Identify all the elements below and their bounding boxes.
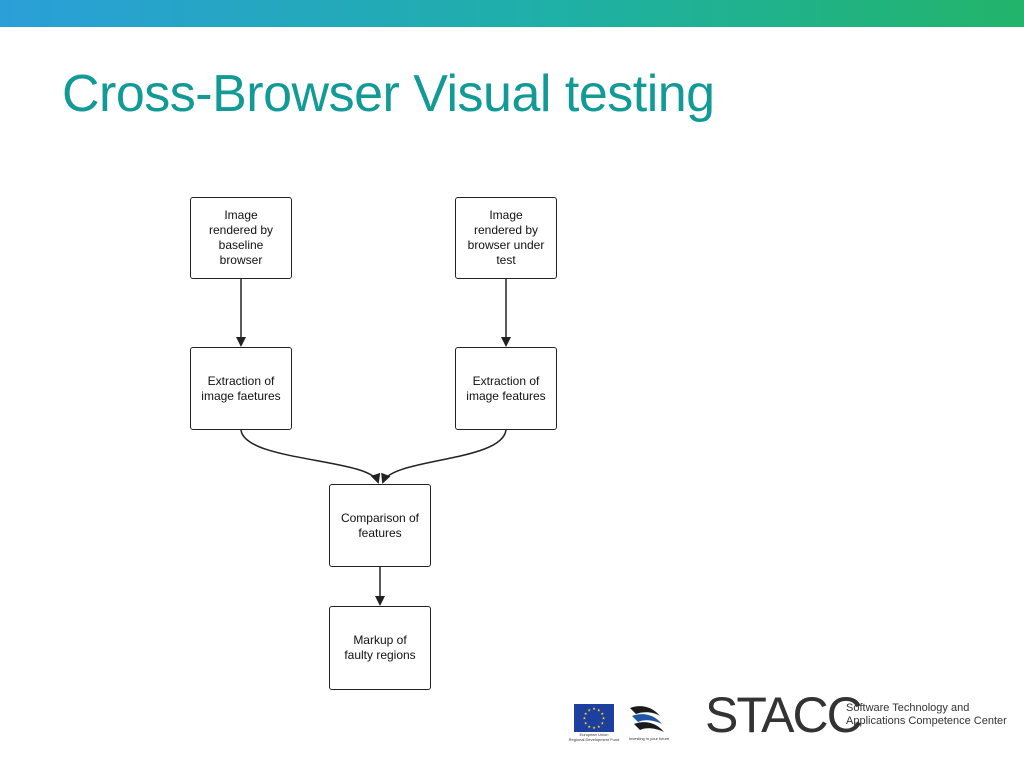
svg-text:★: ★ bbox=[597, 707, 601, 712]
stacc-subtitle: Software Technology and Applications Com… bbox=[846, 702, 1007, 727]
edge-extraction-test-to-comparison bbox=[381, 429, 507, 484]
investing-caption: Investing in your future bbox=[628, 736, 670, 741]
svg-text:★: ★ bbox=[584, 711, 588, 716]
top-accent-bar bbox=[0, 0, 1024, 27]
stacc-logo: STACC bbox=[705, 687, 863, 743]
svg-text:★: ★ bbox=[592, 725, 596, 730]
svg-text:★: ★ bbox=[602, 716, 606, 721]
eu-flag-icon: ★ ★ ★ ★ ★ ★ ★ ★ ★ ★ ★ ★ bbox=[574, 704, 614, 732]
svg-text:★: ★ bbox=[592, 706, 596, 711]
estonia-wave-icon bbox=[630, 706, 664, 732]
svg-text:★: ★ bbox=[584, 720, 588, 725]
svg-text:★: ★ bbox=[601, 720, 605, 725]
svg-text:★: ★ bbox=[597, 724, 601, 729]
node-baseline-image: Image rendered by baseline browser bbox=[190, 197, 292, 279]
svg-text:★: ★ bbox=[587, 724, 591, 729]
node-extract-test: Extraction of image features bbox=[455, 347, 557, 430]
eu-fund-caption: European Union Regional Development Fund bbox=[568, 732, 620, 742]
node-extract-baseline: Extraction of image faetures bbox=[190, 347, 292, 430]
node-test-image: Image rendered by browser under test bbox=[455, 197, 557, 279]
svg-text:★: ★ bbox=[587, 707, 591, 712]
svg-text:★: ★ bbox=[601, 711, 605, 716]
svg-text:★: ★ bbox=[583, 716, 587, 721]
edge-extraction-baseline-to-comparison bbox=[240, 429, 381, 484]
slide-title: Cross-Browser Visual testing bbox=[62, 65, 715, 123]
node-markup: Markup of faulty regions bbox=[329, 606, 431, 690]
node-comparison: Comparison of features bbox=[329, 484, 431, 567]
